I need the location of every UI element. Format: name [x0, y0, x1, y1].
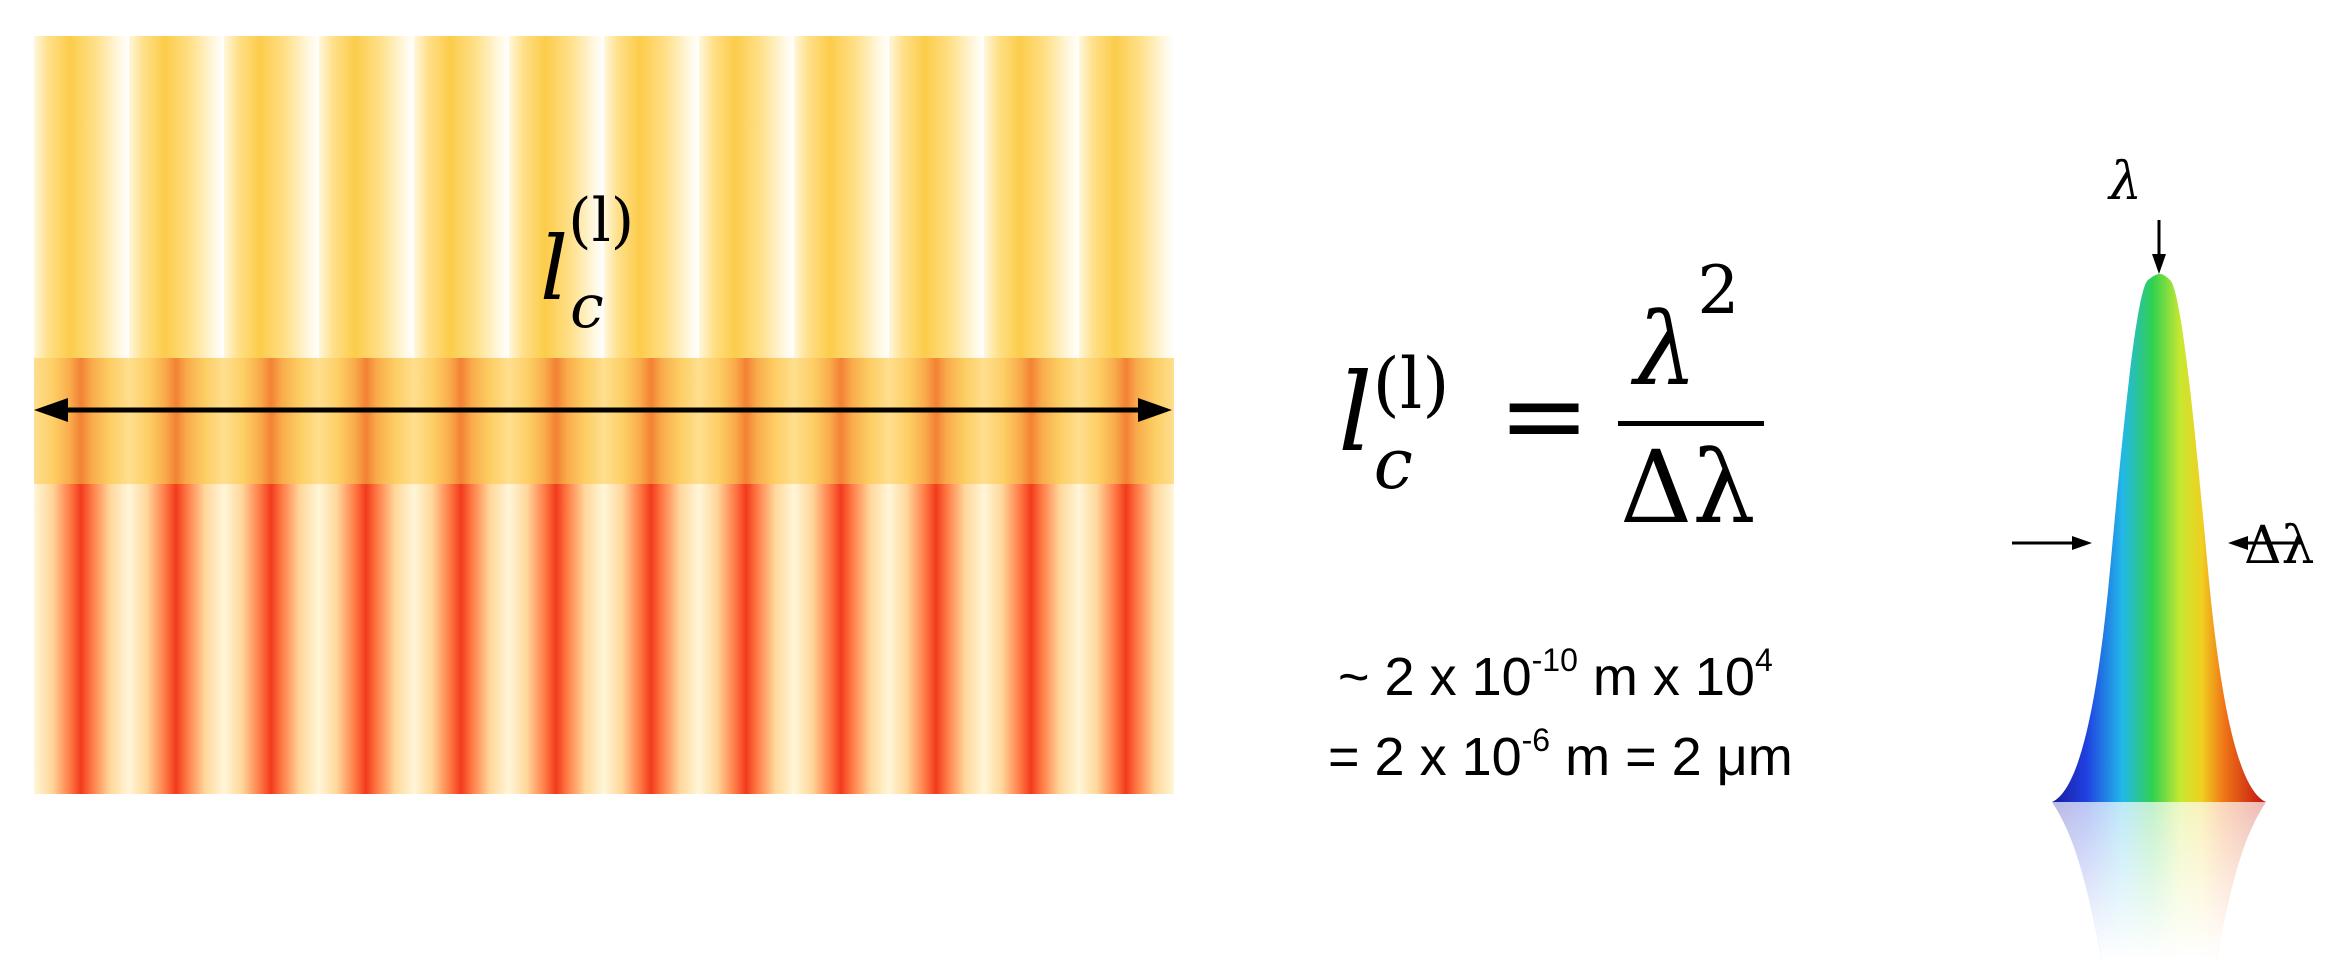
numerator-superscript: 2 — [1697, 252, 1740, 329]
symbol-superscript: (l) — [568, 186, 635, 256]
spectral-peak — [2040, 220, 2302, 960]
calc2-exponent: -6 — [1521, 722, 1551, 758]
width-arrowhead-left — [2072, 536, 2092, 550]
formula-lhs: l(l)c — [1338, 349, 1489, 499]
red-wave-strip — [34, 484, 1174, 794]
formula-lhs-superscript: (l) — [1372, 343, 1450, 425]
calculation-line-2: = 2 x 10-6 m = 2 μm — [1328, 724, 1793, 787]
formula-lhs-base: l — [1338, 351, 1373, 476]
calc1-exponent-2: 4 — [1754, 642, 1773, 678]
formula-lhs-subscript: c — [1373, 423, 1413, 505]
bandwidth-label: Δλ — [2244, 516, 2315, 576]
width-arrowhead-right — [2228, 536, 2248, 550]
wave-strips — [34, 36, 1174, 794]
width-arrow-left-tail — [2012, 541, 2052, 545]
calculation-line-1: ~ 2 x 10-10 m x 104 — [1338, 644, 1773, 707]
formula-denominator: Δλ — [1620, 429, 1756, 546]
formula-numerator: λ2 — [1634, 258, 1739, 400]
calc1-part-b: m x 10 — [1577, 647, 1755, 707]
symbol-base: l — [540, 217, 569, 320]
overlap-tint — [34, 358, 1174, 484]
overlap-band — [34, 358, 1174, 484]
peak-wavelength-label: λ — [2109, 152, 2142, 212]
formula-equals: = — [1498, 351, 1591, 479]
peak-arrowhead — [2152, 254, 2166, 274]
calc2-part-b: m = 2 μm — [1550, 727, 1793, 787]
right-arrowhead — [1138, 398, 1172, 422]
left-arrowhead — [34, 398, 68, 422]
spectrum-reflection — [2052, 802, 2266, 960]
numerator-base: λ — [1634, 291, 1698, 408]
coherence-length-symbol: l(l)c — [540, 191, 668, 337]
fraction-bar — [1618, 421, 1764, 426]
calc2-part-a: = 2 x 10 — [1328, 727, 1522, 787]
yellow-wave-strip — [34, 36, 1174, 358]
calc1-exponent-1: -10 — [1531, 642, 1578, 678]
spectrum-peak-shape — [2052, 274, 2266, 802]
calc1-part-a: ~ 2 x 10 — [1338, 647, 1532, 707]
symbol-subscript: c — [570, 272, 604, 342]
